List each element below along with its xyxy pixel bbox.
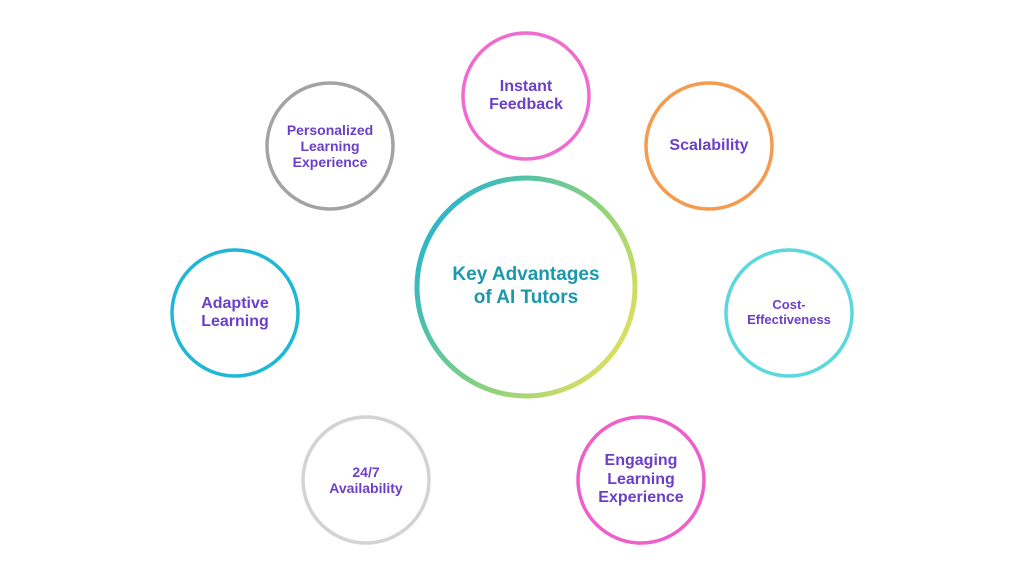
node-label-cost-effectiveness: Cost-Effectiveness [747, 297, 831, 327]
node-ring-instant-feedback [461, 31, 591, 161]
node-label-instant-feedback: Instant Feedback [489, 77, 563, 113]
node-ring-adaptive-learning [170, 248, 300, 378]
node-label-engaging-learning-experience: Engaging Learning Experience [598, 452, 684, 507]
node-label-availability-24-7: 24/7 Availability [329, 463, 403, 496]
node-ring-personalized-learning-experience [265, 81, 395, 211]
node-ring-engaging-learning-experience [576, 415, 706, 545]
center-ring [414, 175, 638, 399]
node-ring-cost-effectiveness [724, 248, 854, 378]
node-label-personalized-learning-experience: Personalized Learning Experience [286, 121, 374, 171]
node-label-adaptive-learning: Adaptive Learning [201, 294, 269, 330]
node-label-scalability: Scalability [669, 136, 749, 154]
node-ring-scalability [644, 81, 774, 211]
center-title: Key Advantages of AI Tutors [452, 264, 600, 308]
node-ring-availability-24-7 [301, 415, 431, 545]
